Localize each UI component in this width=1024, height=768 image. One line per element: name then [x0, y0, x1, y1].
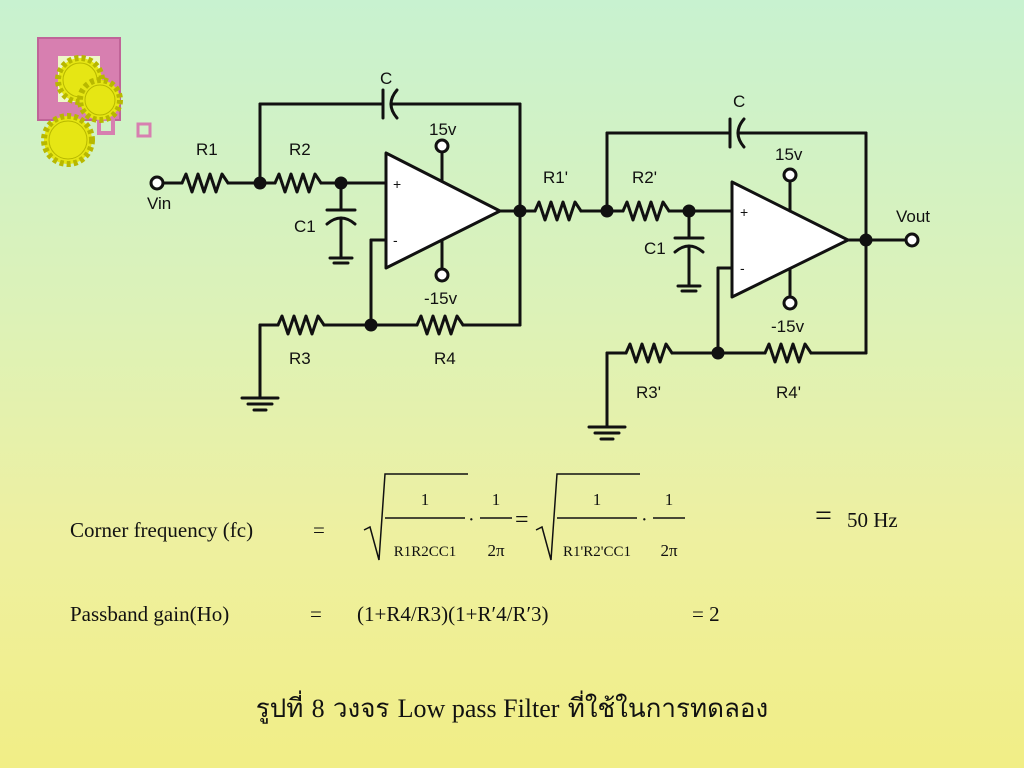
r2p-label: R2'	[632, 168, 657, 187]
dot-2: ·	[641, 509, 648, 531]
figure-caption: รูปที่ 8 วงจร Low pass Filter ที่ใช้ในกา…	[255, 694, 769, 724]
vplus-label-2: 15v	[775, 145, 803, 164]
r3p-resistor	[624, 342, 674, 364]
r2-resistor	[273, 172, 323, 194]
plus-sign-1: +	[393, 176, 401, 192]
passband-gain-formula: Passband gain(Ho) = (1+R4/R3)(1+R′4/R′3)…	[70, 602, 720, 626]
logo	[37, 37, 152, 167]
r3-label: R3	[289, 349, 311, 368]
minus-sign-1: -	[393, 232, 398, 248]
frac3-num: 1	[593, 490, 602, 509]
corner-frequency-label: Corner frequency (fc)	[70, 518, 253, 542]
vout-terminal	[904, 232, 920, 248]
corner-eq-1: =	[313, 518, 325, 542]
corner-result: 50 Hz	[847, 508, 898, 532]
vin-label: Vin	[147, 194, 171, 213]
radical-2	[535, 473, 640, 561]
r4-label: R4	[434, 349, 456, 368]
vminus-terminal-1	[434, 267, 450, 283]
circuit-labels: Vin R1 R2 C C1 15v -15v + - R3 R4 R1' R2…	[147, 69, 930, 402]
dot-1: ·	[468, 509, 475, 531]
vplus-terminal-1	[434, 138, 450, 154]
gain-eq-1: =	[310, 602, 322, 626]
vminus-label-2: -15v	[771, 317, 805, 336]
c1-label-1: C1	[294, 217, 316, 236]
frac1-den: R1R2CC1	[394, 544, 457, 560]
vin-terminal	[149, 175, 165, 191]
radical-1	[363, 473, 468, 561]
gain-expression: (1+R4/R3)(1+R′4/R′3)	[357, 602, 549, 626]
r2-label: R2	[289, 140, 311, 159]
frac2-den: 2π	[487, 541, 505, 560]
c1-label-2: C1	[644, 239, 666, 258]
gain-result: = 2	[692, 602, 720, 626]
stage-1	[149, 88, 537, 412]
stage-2	[533, 117, 920, 441]
c-label-2: C	[733, 92, 745, 111]
minus-sign-2: -	[740, 260, 745, 276]
frac2-num: 1	[492, 490, 501, 509]
r3-resistor	[276, 314, 326, 336]
vminus-terminal-2	[782, 295, 798, 311]
vplus-label-1: 15v	[429, 120, 457, 139]
r1-label: R1	[196, 140, 218, 159]
plus-sign-2: +	[740, 204, 748, 220]
vout-label: Vout	[896, 207, 930, 226]
frac3-den: R1'R2'CC1	[563, 544, 631, 560]
r3p-label: R3'	[636, 383, 661, 402]
passband-gain-label: Passband gain(Ho)	[70, 602, 229, 626]
r1p-label: R1'	[543, 168, 568, 187]
vminus-label-1: -15v	[424, 289, 458, 308]
circuit-diagram	[149, 88, 920, 441]
r1-resistor	[180, 172, 230, 194]
gear-icon	[41, 55, 123, 167]
corner-frequency-formula: Corner frequency (fc) = 1 R1R2CC1 · 1 2π…	[70, 473, 898, 561]
r1p-resistor	[533, 200, 583, 222]
r4-resistor	[415, 314, 465, 336]
c-label-1: C	[380, 69, 392, 88]
frac1-num: 1	[421, 490, 430, 509]
corner-eq-3: =	[815, 499, 832, 532]
corner-eq-2: =	[515, 507, 529, 533]
vplus-terminal-2	[782, 167, 798, 183]
frac4-num: 1	[665, 490, 674, 509]
frac4-den: 2π	[660, 541, 678, 560]
r4p-resistor	[763, 342, 813, 364]
r2p-resistor	[621, 200, 671, 222]
r4p-label: R4'	[776, 383, 801, 402]
